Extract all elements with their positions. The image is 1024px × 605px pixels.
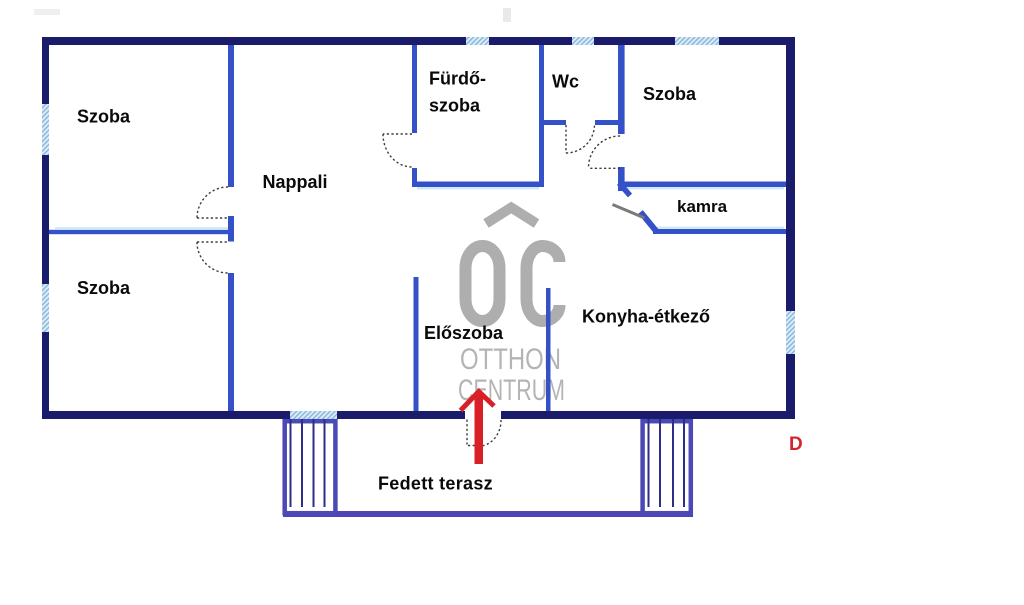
svg-text:D: D xyxy=(789,434,803,455)
svg-text:Nappali: Nappali xyxy=(263,172,328,192)
svg-text:Fürdő-: Fürdő- xyxy=(429,69,486,89)
svg-text:kamra: kamra xyxy=(677,197,728,216)
svg-text:Wc: Wc xyxy=(552,72,579,92)
svg-text:Előszoba: Előszoba xyxy=(424,323,504,343)
svg-text:Fedett terasz: Fedett terasz xyxy=(378,474,493,494)
svg-text:Szoba: Szoba xyxy=(643,84,697,104)
svg-text:Szoba: Szoba xyxy=(77,107,131,127)
svg-text:Szoba: Szoba xyxy=(77,278,131,298)
svg-text:Konyha-étkező: Konyha-étkező xyxy=(582,307,710,327)
svg-text:szoba: szoba xyxy=(429,96,481,116)
svg-text:OTTHON: OTTHON xyxy=(460,343,561,376)
